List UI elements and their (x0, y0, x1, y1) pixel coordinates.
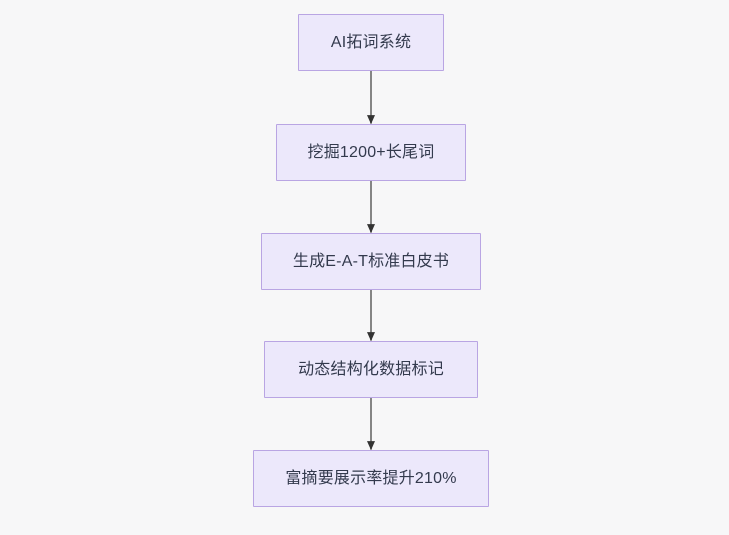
node-label: 挖掘1200+长尾词 (307, 143, 435, 161)
node-label: 动态结构化数据标记 (298, 360, 444, 378)
flowchart-node-longtail-keyword-mining[interactable]: 挖掘1200+长尾词 (276, 124, 466, 181)
flowchart-node-ai-keyword-system[interactable]: AI拓词系统 (298, 14, 444, 71)
node-label: 富摘要展示率提升210% (285, 469, 457, 487)
node-label: AI拓词系统 (330, 33, 412, 51)
flowchart-node-structured-data-markup[interactable]: 动态结构化数据标记 (264, 341, 478, 398)
flowchart-node-eat-whitepaper[interactable]: 生成E-A-T标准白皮书 (261, 233, 481, 290)
flowchart-node-rich-snippet-result[interactable]: 富摘要展示率提升210% (253, 450, 489, 507)
node-label: 生成E-A-T标准白皮书 (292, 252, 450, 270)
